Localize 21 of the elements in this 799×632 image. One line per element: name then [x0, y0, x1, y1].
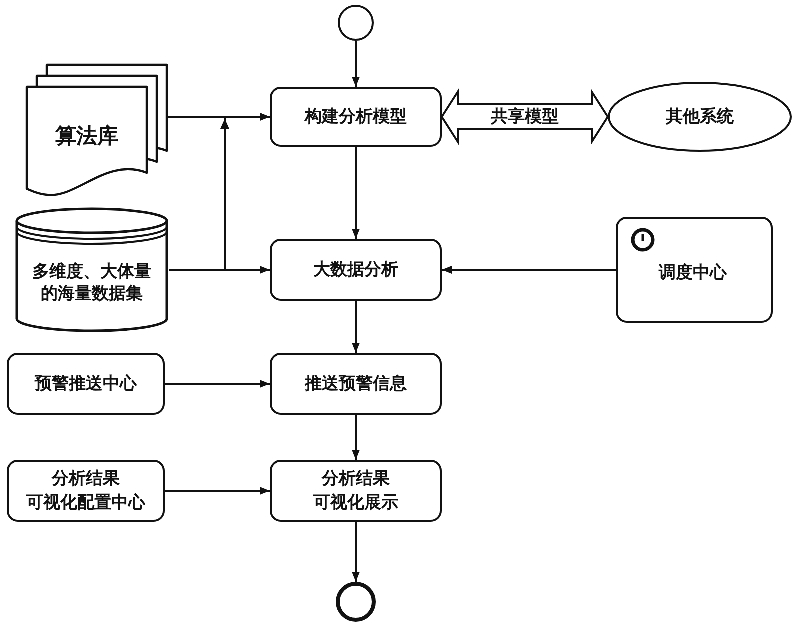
arrow	[442, 266, 616, 274]
process-box: 分析结果可视化展示	[270, 460, 442, 522]
node-label: 多维度、大体量的海量数据集	[32, 261, 152, 305]
process-box: 分析结果可视化配置中心	[7, 460, 165, 522]
process-box: 预警推送中心	[7, 353, 165, 415]
arrow	[169, 266, 270, 274]
process-box: 构建分析模型	[270, 87, 442, 147]
node-label: 其他系统	[666, 106, 734, 128]
node-label: 算法库	[56, 125, 118, 147]
arrow	[165, 487, 270, 495]
process-box	[616, 217, 773, 323]
arrow	[352, 301, 360, 353]
arrow	[352, 41, 360, 87]
edge-label: 共享模型	[489, 107, 561, 127]
arrow	[352, 522, 360, 582]
arrow	[352, 147, 360, 239]
arrow	[165, 380, 270, 388]
process-box: 大数据分析	[270, 239, 442, 301]
node-label: 调度中心	[659, 262, 727, 284]
arrow	[352, 415, 360, 460]
process-box: 推送预警信息	[270, 353, 442, 415]
